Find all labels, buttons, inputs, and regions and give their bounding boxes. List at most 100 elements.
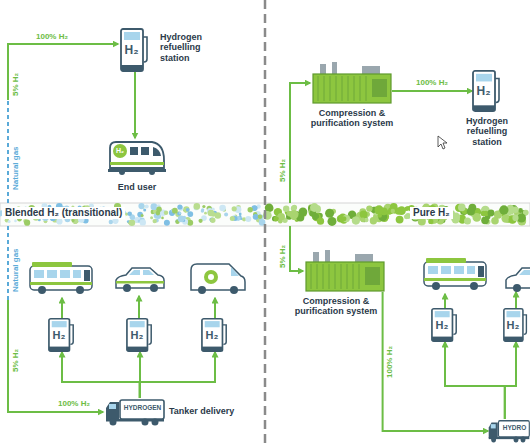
gas-bubble: [473, 213, 482, 222]
refuelling-pump-node: H₂Hydrogen refuelling station: [120, 28, 150, 72]
gas-bubble: [341, 216, 346, 221]
gas-bubble: [252, 206, 257, 211]
refuelling-pump-icon-part: [506, 311, 520, 317]
refuelling-pump-icon-part: [432, 337, 453, 342]
gas-bubble: [210, 218, 215, 223]
van-icon-part: [231, 267, 239, 276]
train-icon-part: [119, 169, 125, 175]
flow-arrow: [445, 342, 505, 419]
refuelling-pump-icon-part: [49, 347, 70, 352]
gas-bubble: [156, 211, 161, 216]
gas-bubble: [141, 214, 144, 217]
bus-icon-part: [47, 270, 57, 278]
bus-icon-part: [428, 266, 438, 274]
compressor-node: Compression & purification system: [312, 62, 392, 104]
gas-bubble: [467, 207, 475, 215]
bus-icon-part: [441, 266, 451, 274]
compressor-icon-part: [336, 76, 337, 101]
gas-bubble: [230, 216, 235, 221]
van-icon-part: [208, 274, 214, 280]
gas-bubble: [512, 207, 518, 213]
train-icon-part: [149, 169, 155, 175]
tanker-truck-icon-part: [489, 422, 498, 437]
refuelling-pump-icon-part: [504, 337, 523, 342]
gas-bubble: [143, 208, 146, 211]
gas-bubble: [481, 216, 489, 224]
gas-bubble: [177, 212, 181, 216]
gas-bubble: [317, 218, 324, 225]
gas-bubble: [253, 214, 259, 220]
pipe-label: Natural gas: [12, 146, 20, 190]
gas-bubble: [370, 217, 377, 224]
gas-bubble: [396, 216, 404, 224]
gas-bubble: [366, 205, 372, 211]
gas-bubble: [328, 217, 337, 226]
pipe-label: 5% H₂: [12, 349, 20, 372]
gas-bubble: [245, 216, 251, 222]
compressor-icon-part: [318, 76, 319, 101]
refuelling-pump-node: H₂: [201, 318, 229, 352]
compressor-icon-part: [362, 66, 380, 74]
refuelling-pump-icon-part: [127, 319, 148, 351]
pump-label: H₂: [126, 330, 148, 341]
compressor-icon-part: [332, 62, 337, 74]
pipeline-part: [8, 300, 103, 412]
bus-icon-part: [470, 282, 478, 290]
refuelling-pump-icon-part: [202, 319, 223, 351]
bus-icon-part: [467, 266, 475, 274]
tanker-truck-icon-part: [110, 419, 117, 426]
gas-bubble: [352, 217, 360, 225]
refuelling-pump-icon-part: [523, 315, 526, 334]
car-icon-part: [116, 281, 164, 284]
edge-label: 100% H₂: [416, 79, 448, 87]
gas-bubble: [202, 205, 205, 208]
tanker-truck-icon-part: [499, 421, 530, 437]
gas-bubble: [187, 211, 193, 217]
compressor-icon-part: [342, 76, 343, 101]
gas-bubble: [274, 216, 279, 221]
gas-bubble: [258, 215, 263, 220]
car-icon-part: [129, 270, 140, 275]
gas-bubble: [109, 220, 113, 224]
tanker-truck-icon-part: [120, 400, 164, 419]
refuelling-pump-icon-part: [452, 315, 456, 334]
gas-bubble: [518, 208, 523, 213]
refuelling-pump-node: H₂: [431, 308, 459, 342]
train-icon-part: [153, 147, 161, 156]
pump-label: H₂: [431, 320, 453, 331]
compressor-icon: [305, 250, 385, 292]
gas-bubble: [428, 219, 433, 224]
gas-bubble: [73, 219, 79, 225]
train-icon-part: [110, 142, 164, 168]
gas-bubble: [138, 203, 144, 209]
pump-label: H₂: [472, 85, 495, 97]
section-label: Blended H₂ (transitional): [2, 207, 125, 219]
flow-arrow: [62, 352, 140, 398]
flow-arrow: [505, 342, 516, 419]
pump-label: H₂: [503, 320, 523, 331]
van-icon-part: [198, 286, 206, 294]
gas-bubble: [512, 215, 518, 221]
node-caption: Tanker delivery: [169, 406, 249, 416]
pipeline-part: [7, 226, 9, 300]
refuelling-pump-icon-part: [124, 32, 140, 40]
car-icon-part: [150, 284, 158, 292]
refuelling-pump-node: H₂: [126, 318, 154, 352]
mouse-cursor: [438, 136, 447, 149]
gas-bubble: [177, 204, 182, 209]
node-caption: Hydrogen refuelling station: [455, 116, 519, 147]
section-divider: [264, 0, 267, 443]
refuelling-pump-icon-part: [205, 321, 220, 327]
tanker-truck-icon-part: [106, 402, 119, 420]
gas-bubble: [219, 205, 226, 212]
compressor-icon-part: [325, 250, 330, 262]
gas-bubble: [204, 212, 207, 215]
gas-bubble: [153, 219, 157, 223]
gas-bubble: [248, 207, 253, 212]
pipe-label: Natural gas: [12, 248, 20, 292]
gas-bubble: [56, 218, 62, 224]
gas-bubble: [150, 216, 153, 219]
refuelling-pump-icon-part: [473, 71, 495, 111]
